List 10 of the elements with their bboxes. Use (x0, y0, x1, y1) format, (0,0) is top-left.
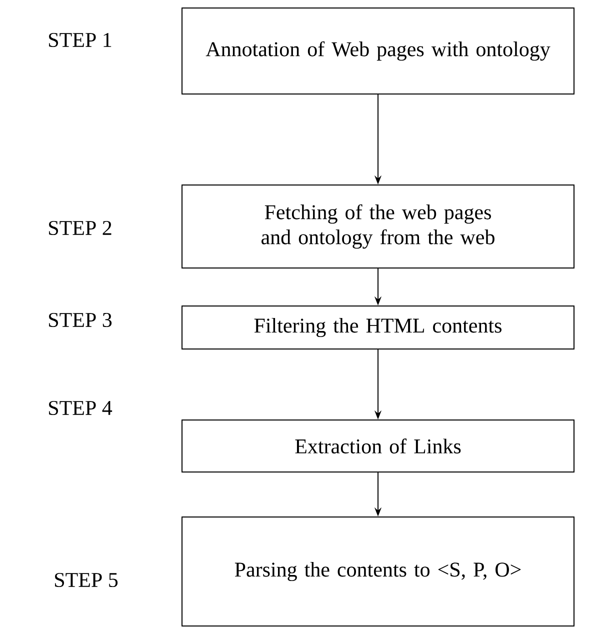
process-box: Annotation of Web pages with ontology (182, 8, 574, 94)
process-box: Extraction of Links (182, 420, 574, 472)
process-box: Parsing the contents to <S, P, O> (182, 516, 574, 626)
step-label: STEP 5 (55, 572, 118, 588)
step-label: STEP 1 (49, 32, 112, 48)
process-box: Fetching of the web pages and ontology from the web (182, 184, 574, 268)
step-label: STEP 3 (49, 312, 112, 328)
step-label: STEP 4 (49, 400, 112, 416)
process-box: Filtering the HTML contents (182, 306, 574, 350)
step-label: STEP 2 (49, 220, 112, 236)
